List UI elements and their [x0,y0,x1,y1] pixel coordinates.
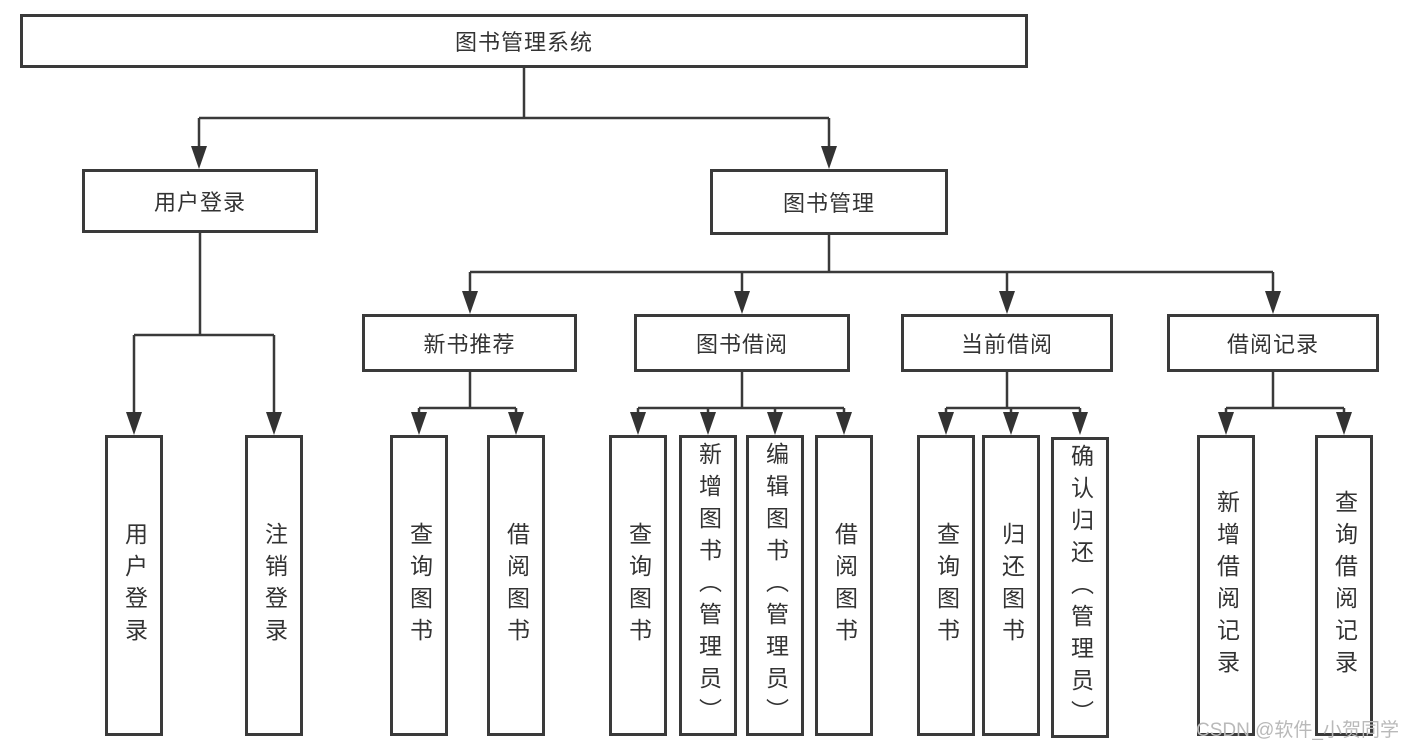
leaf-edit-books-admin: 编辑图书（管理员） [746,435,804,736]
node-book-borrow-label: 图书借阅 [695,332,788,357]
leaf-user-login-label: 用户登录 [121,521,148,650]
leaf-add-borrow-record: 新增借阅记录 [1197,435,1255,736]
node-book-management: 图书管理 [710,169,948,235]
node-new-book-recommend: 新书推荐 [362,314,577,372]
leaf-logout-label: 注销登录 [261,521,288,650]
node-user-login-label: 用户登录 [153,190,246,215]
leaf-logout: 注销登录 [245,435,303,736]
leaf-add-borrow-record-label: 新增借阅记录 [1213,489,1240,682]
leaf-user-login: 用户登录 [105,435,163,736]
leaf-return-books: 归还图书 [982,435,1040,736]
leaf-query-borrow-record: 查询借阅记录 [1315,435,1373,736]
leaf-borrow-books-label: 借阅图书 [831,521,858,650]
leaf-recommend-query-books-label: 查询图书 [406,521,433,650]
node-root-label: 图书管理系统 [454,30,593,55]
leaf-query-borrow-record-label: 查询借阅记录 [1331,489,1358,682]
node-user-login: 用户登录 [82,169,318,233]
leaf-return-books-label: 归还图书 [998,521,1025,650]
leaf-borrow-query-books-label: 查询图书 [625,521,652,650]
leaf-current-query-books-label: 查询图书 [933,521,960,650]
node-current-borrow: 当前借阅 [901,314,1113,372]
leaf-current-query-books: 查询图书 [917,435,975,736]
leaf-add-books-admin: 新增图书（管理员） [679,435,737,736]
node-borrow-records: 借阅记录 [1167,314,1379,372]
leaf-confirm-return-admin: 确认归还（管理员） [1051,437,1109,738]
node-borrow-records-label: 借阅记录 [1226,332,1319,357]
leaf-borrow-query-books: 查询图书 [609,435,667,736]
leaf-confirm-return-admin-label: 确认归还（管理员） [1067,443,1094,732]
leaf-recommend-borrow-books: 借阅图书 [487,435,545,736]
csdn-watermark: CSDN @软件_小贺同学 [1196,720,1399,741]
node-book-borrow: 图书借阅 [634,314,850,372]
leaf-borrow-books: 借阅图书 [815,435,873,736]
leaf-recommend-query-books: 查询图书 [390,435,448,736]
node-root-system: 图书管理系统 [20,14,1028,68]
leaf-recommend-borrow-books-label: 借阅图书 [503,521,530,650]
leaf-edit-books-admin-label: 编辑图书（管理员） [762,441,789,730]
node-new-book-recommend-label: 新书推荐 [423,332,516,357]
node-current-borrow-label: 当前借阅 [960,332,1053,357]
leaf-add-books-admin-label: 新增图书（管理员） [695,441,722,730]
node-book-management-label: 图书管理 [782,191,875,216]
